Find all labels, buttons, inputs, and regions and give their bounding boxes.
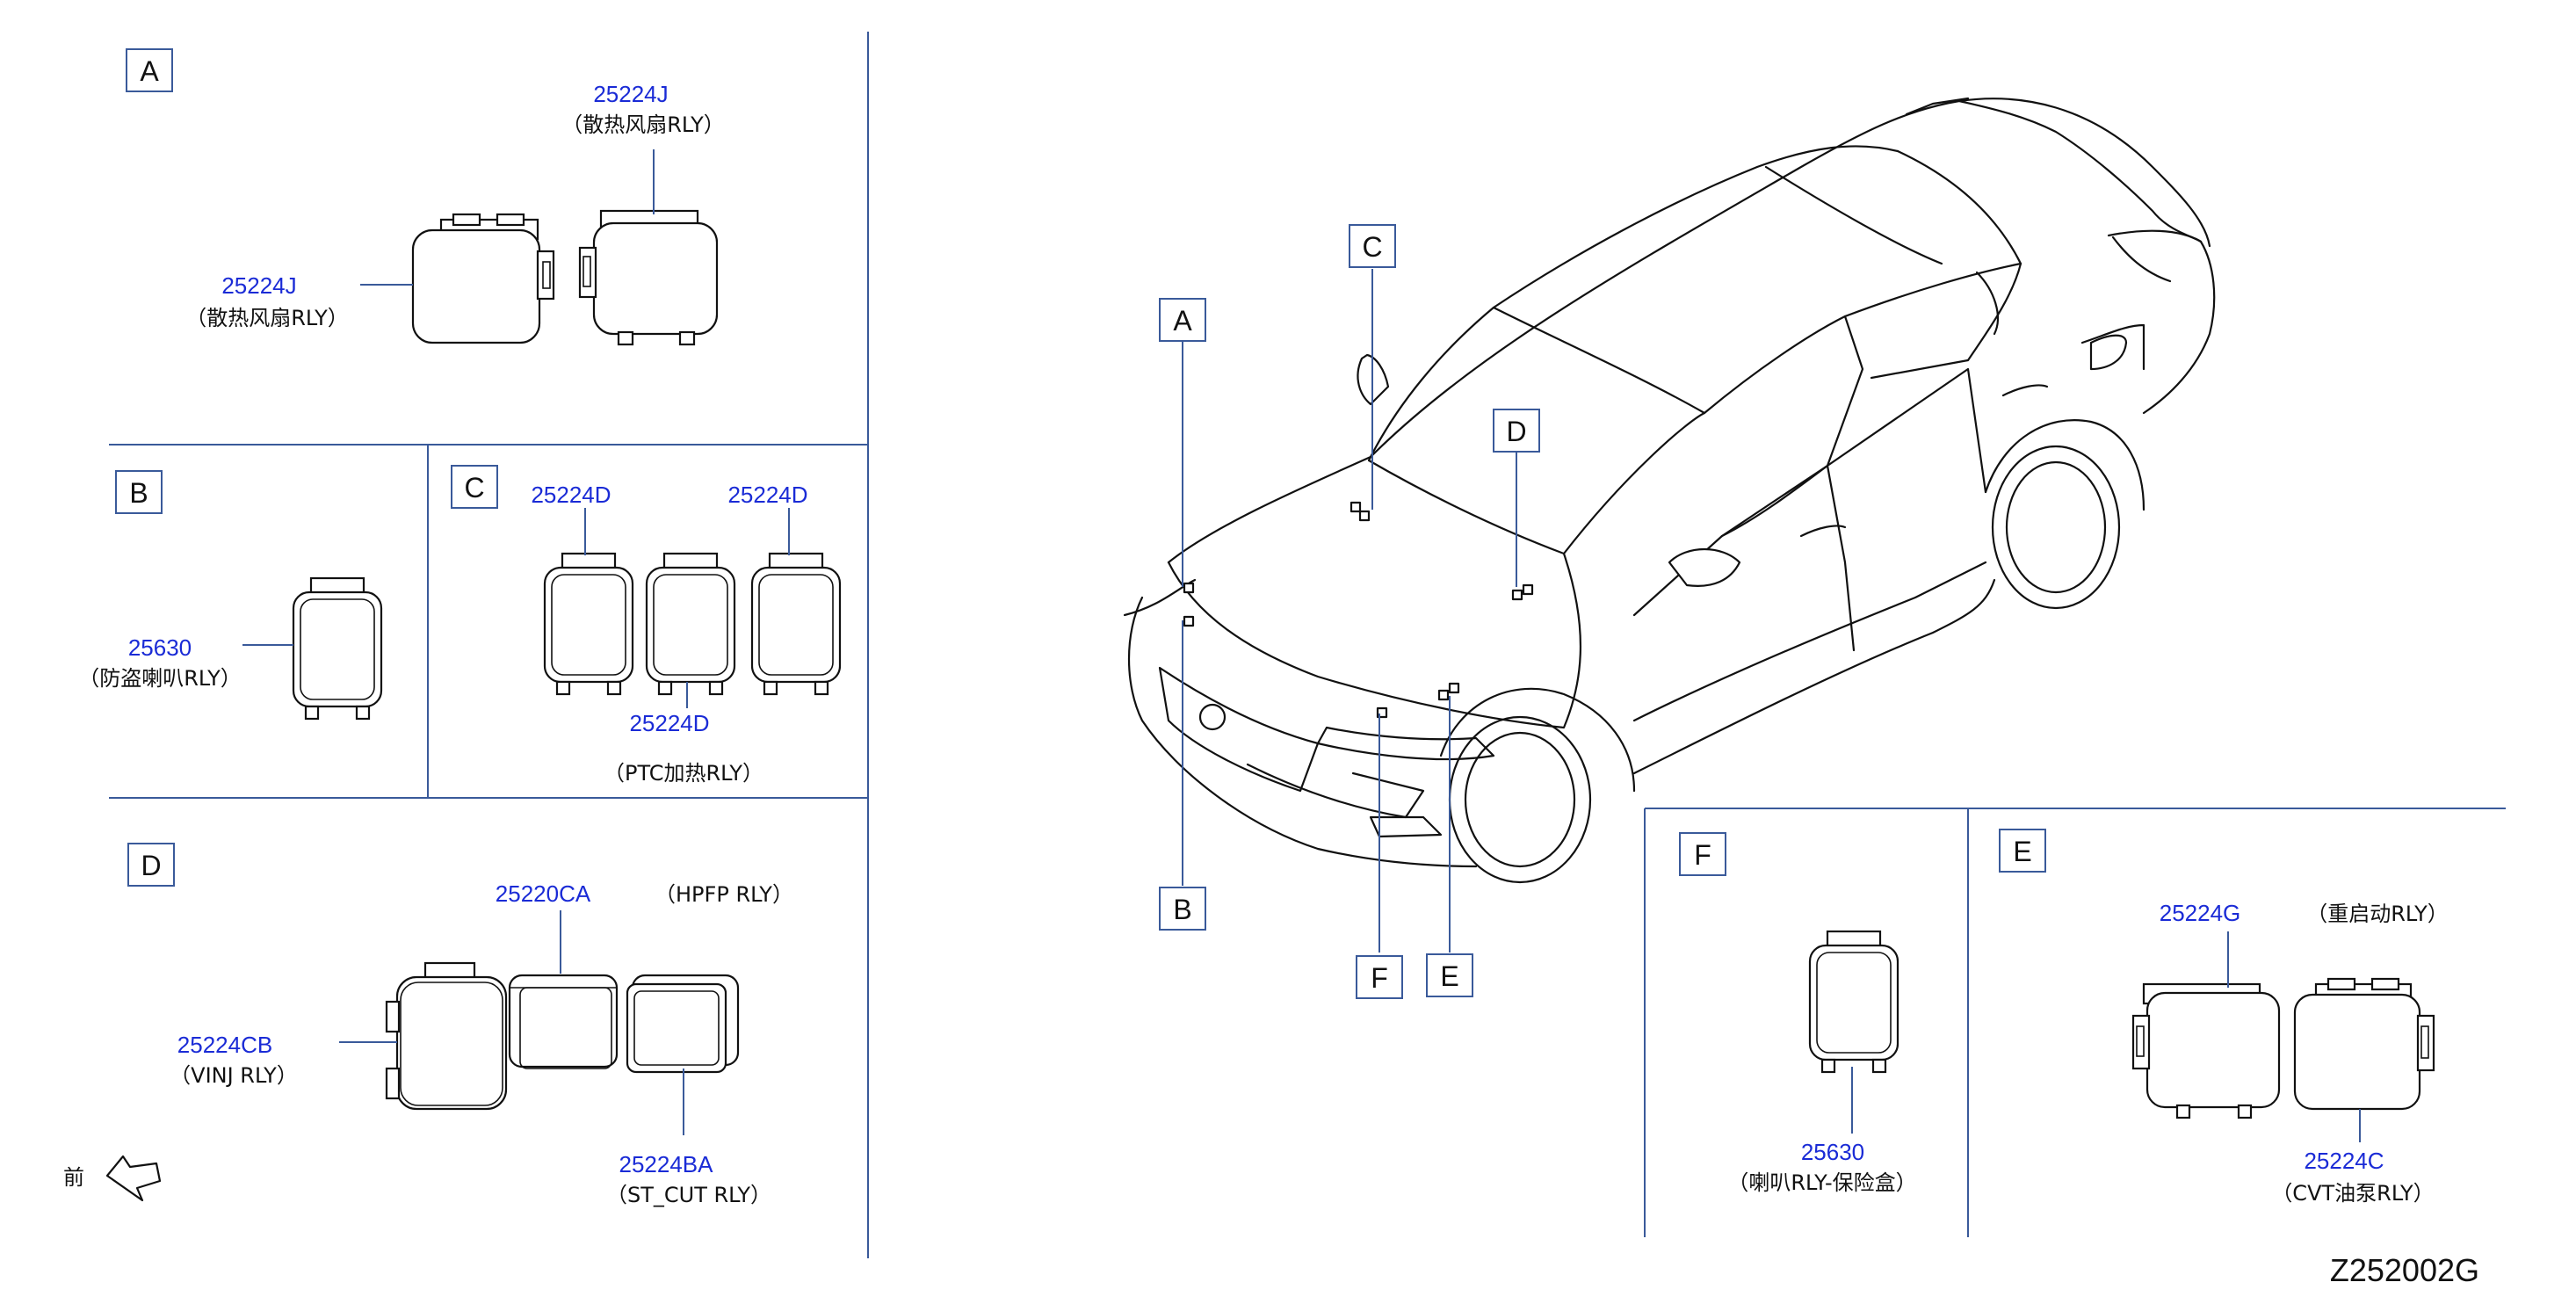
panel-e-letter: E bbox=[2013, 836, 2031, 867]
panel-d-part-number-3: 25224BA bbox=[619, 1151, 714, 1177]
panel-b-part-number: 25630 bbox=[128, 634, 192, 661]
panel-d-letter: D bbox=[141, 850, 161, 881]
relay-25224j-right[interactable] bbox=[578, 209, 719, 346]
car-callout-d: D bbox=[1506, 416, 1526, 447]
relay-25224ba[interactable] bbox=[626, 974, 740, 1074]
relay-25630-f[interactable] bbox=[1808, 930, 1899, 1074]
panel-e-part-desc-2: （CVT油泵RLY） bbox=[2271, 1181, 2434, 1206]
front-marker-label: 前 bbox=[63, 1165, 84, 1190]
car-marker-b bbox=[1183, 615, 1195, 627]
car-callout-e: E bbox=[1440, 960, 1458, 992]
relay-25224d-2[interactable] bbox=[645, 552, 736, 696]
relay-25224j-left[interactable] bbox=[411, 213, 555, 344]
car-callout-a-box[interactable] bbox=[1159, 298, 1206, 342]
relay-25630-b[interactable] bbox=[292, 576, 383, 721]
panel-c-desc: （PTC加热RLY） bbox=[604, 761, 763, 786]
panel-d-part-desc-3: （ST_CUT RLY） bbox=[606, 1183, 771, 1207]
panel-f-letter-box bbox=[1679, 832, 1726, 876]
figure-id: Z252002G bbox=[2330, 1252, 2479, 1288]
panel-d: D 25220CA （HPFP RLY） 25224CB （VINJ RLY） bbox=[63, 843, 793, 1207]
car-callout-d-box[interactable] bbox=[1493, 409, 1540, 453]
panel-d-part-desc-2: （VINJ RLY） bbox=[170, 1063, 298, 1088]
relay-25220ca[interactable] bbox=[508, 974, 619, 1069]
car-marker-e bbox=[1437, 689, 1450, 701]
relay-25224d-1[interactable] bbox=[543, 552, 634, 696]
panel-c-part-number-3: 25224D bbox=[727, 482, 807, 508]
panel-b-letter-box bbox=[115, 470, 163, 514]
panel-d-part-number-1: 25220CA bbox=[496, 880, 591, 907]
panel-c-part-number-1: 25224D bbox=[531, 482, 611, 508]
panel-separators bbox=[109, 32, 2506, 1258]
relay-25224c[interactable] bbox=[2293, 977, 2435, 1111]
car-callout-b: B bbox=[1173, 894, 1191, 925]
panel-e: E 25224G （重启动RLY） 25224C （CVT油泵RLY） bbox=[1999, 829, 2449, 1206]
car-marker-a bbox=[1183, 582, 1195, 594]
panel-a-part-number-2: 25224J bbox=[593, 81, 668, 107]
car-illustration: A B C D E F bbox=[1123, 97, 2216, 999]
panel-f-part-desc: （喇叭RLY-保险盒） bbox=[1727, 1170, 1916, 1195]
car-callout-e-box[interactable] bbox=[1426, 953, 1473, 997]
panel-a-part-desc-2: （散热风扇RLY） bbox=[561, 112, 725, 137]
car-callout-b-box[interactable] bbox=[1159, 887, 1206, 931]
panel-a-part-number-1: 25224J bbox=[221, 272, 296, 299]
panel-c-letter: C bbox=[464, 472, 484, 503]
car-callout-f-box[interactable] bbox=[1356, 955, 1403, 999]
relay-25224g[interactable] bbox=[2131, 982, 2281, 1119]
panel-f: F 25630 （喇叭RLY-保险盒） bbox=[1679, 832, 1917, 1195]
panel-a-letter: A bbox=[140, 55, 159, 87]
car-callout-c-box[interactable] bbox=[1349, 224, 1396, 268]
panel-e-part-desc-1: （重启动RLY） bbox=[2306, 902, 2449, 926]
panel-a: A 25224J （散热风扇RLY） 25224J （散热风扇RLY） bbox=[126, 48, 725, 346]
panel-c-part-number-2: 25224D bbox=[629, 710, 709, 736]
panel-f-part-number: 25630 bbox=[1801, 1139, 1864, 1165]
car-callout-f: F bbox=[1371, 962, 1388, 994]
car-marker-f bbox=[1376, 706, 1388, 719]
panel-a-part-desc-1: （散热风扇RLY） bbox=[185, 306, 349, 330]
panel-b: B 25630 （防盗喇叭RLY） bbox=[78, 470, 383, 721]
relay-25224d-3[interactable] bbox=[750, 552, 842, 696]
panel-b-letter: B bbox=[129, 477, 148, 509]
relay-25224cb[interactable] bbox=[385, 961, 508, 1111]
panel-c-letter-box bbox=[451, 465, 498, 509]
panel-e-part-number-2: 25224C bbox=[2304, 1148, 2384, 1174]
car-callout-c: C bbox=[1362, 231, 1382, 263]
panel-d-part-desc-1: （HPFP RLY） bbox=[655, 882, 793, 907]
car-callout-a: A bbox=[1173, 305, 1192, 337]
front-arrow-icon bbox=[105, 1155, 162, 1202]
panel-d-letter-box bbox=[127, 843, 175, 887]
panel-b-part-desc: （防盗喇叭RLY） bbox=[78, 666, 242, 691]
panel-f-letter: F bbox=[1694, 839, 1711, 871]
panel-c: C 25224D 25224D 25224D （PTC加热RLY） bbox=[451, 465, 842, 786]
panel-d-part-number-2: 25224CB bbox=[177, 1032, 272, 1058]
panel-a-letter-box bbox=[126, 48, 173, 92]
panel-e-letter-box bbox=[1999, 829, 2046, 873]
panel-e-part-number-1: 25224G bbox=[2160, 900, 2241, 926]
